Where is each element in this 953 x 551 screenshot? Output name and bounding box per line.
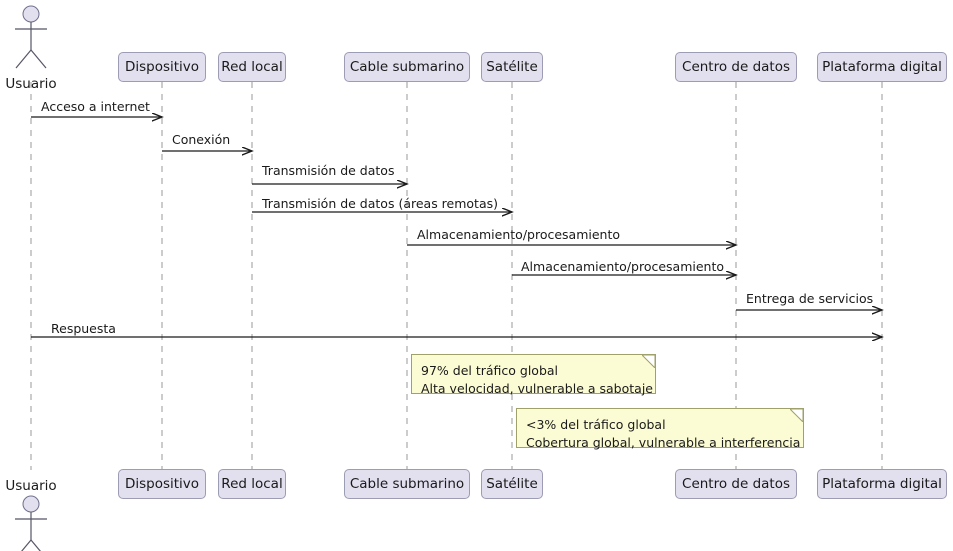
note-line: Alta velocidad, vulnerable a sabotaje — [421, 381, 653, 396]
participant-box-dispositivo-bottom[interactable]: Dispositivo — [118, 469, 206, 499]
message-label-m2: Conexión — [172, 132, 231, 147]
note-fold-corner-icon — [642, 355, 655, 368]
message-label-m7: Entrega de servicios — [746, 291, 874, 306]
actor-figures-group — [15, 5, 47, 551]
actor-label-usuario-bottom: Usuario — [5, 478, 57, 494]
message-label-m6: Almacenamiento/procesamiento — [521, 259, 725, 274]
participant-box-plataforma-bottom[interactable]: Plataforma digital — [817, 469, 947, 499]
message-label-m8: Respuesta — [51, 321, 116, 336]
actor-label-usuario-top: Usuario — [5, 76, 57, 92]
participant-box-centro-top[interactable]: Centro de datos — [675, 52, 797, 82]
note-fold-corner-icon — [790, 409, 803, 422]
message-label-m1: Acceso a internet — [41, 99, 150, 114]
participant-box-cable-bottom[interactable]: Cable submarino — [344, 469, 470, 499]
actor-figure-usuario-bottom — [15, 495, 47, 551]
message-label-m3: Transmisión de datos — [262, 163, 395, 178]
note-line: Cobertura global, vulnerable a interfere… — [526, 435, 801, 450]
message-label-m4: Transmisión de datos (áreas remotas) — [262, 196, 499, 211]
participant-box-plataforma-top[interactable]: Plataforma digital — [817, 52, 947, 82]
actor-figure-usuario-top — [15, 5, 47, 69]
participant-box-cable-top[interactable]: Cable submarino — [344, 52, 470, 82]
participant-box-redlocal-top[interactable]: Red local — [218, 52, 286, 82]
participant-box-dispositivo-top[interactable]: Dispositivo — [118, 52, 206, 82]
participant-box-satelite-top[interactable]: Satélite — [481, 52, 543, 82]
participant-box-redlocal-bottom[interactable]: Red local — [218, 469, 286, 499]
message-arrows-group — [31, 117, 882, 337]
participant-box-centro-bottom[interactable]: Centro de datos — [675, 469, 797, 499]
participant-box-satelite-bottom[interactable]: Satélite — [481, 469, 543, 499]
note-line: <3% del tráfico global — [526, 417, 666, 432]
note-line: 97% del tráfico global — [421, 363, 559, 378]
message-label-m5: Almacenamiento/procesamiento — [417, 227, 621, 242]
